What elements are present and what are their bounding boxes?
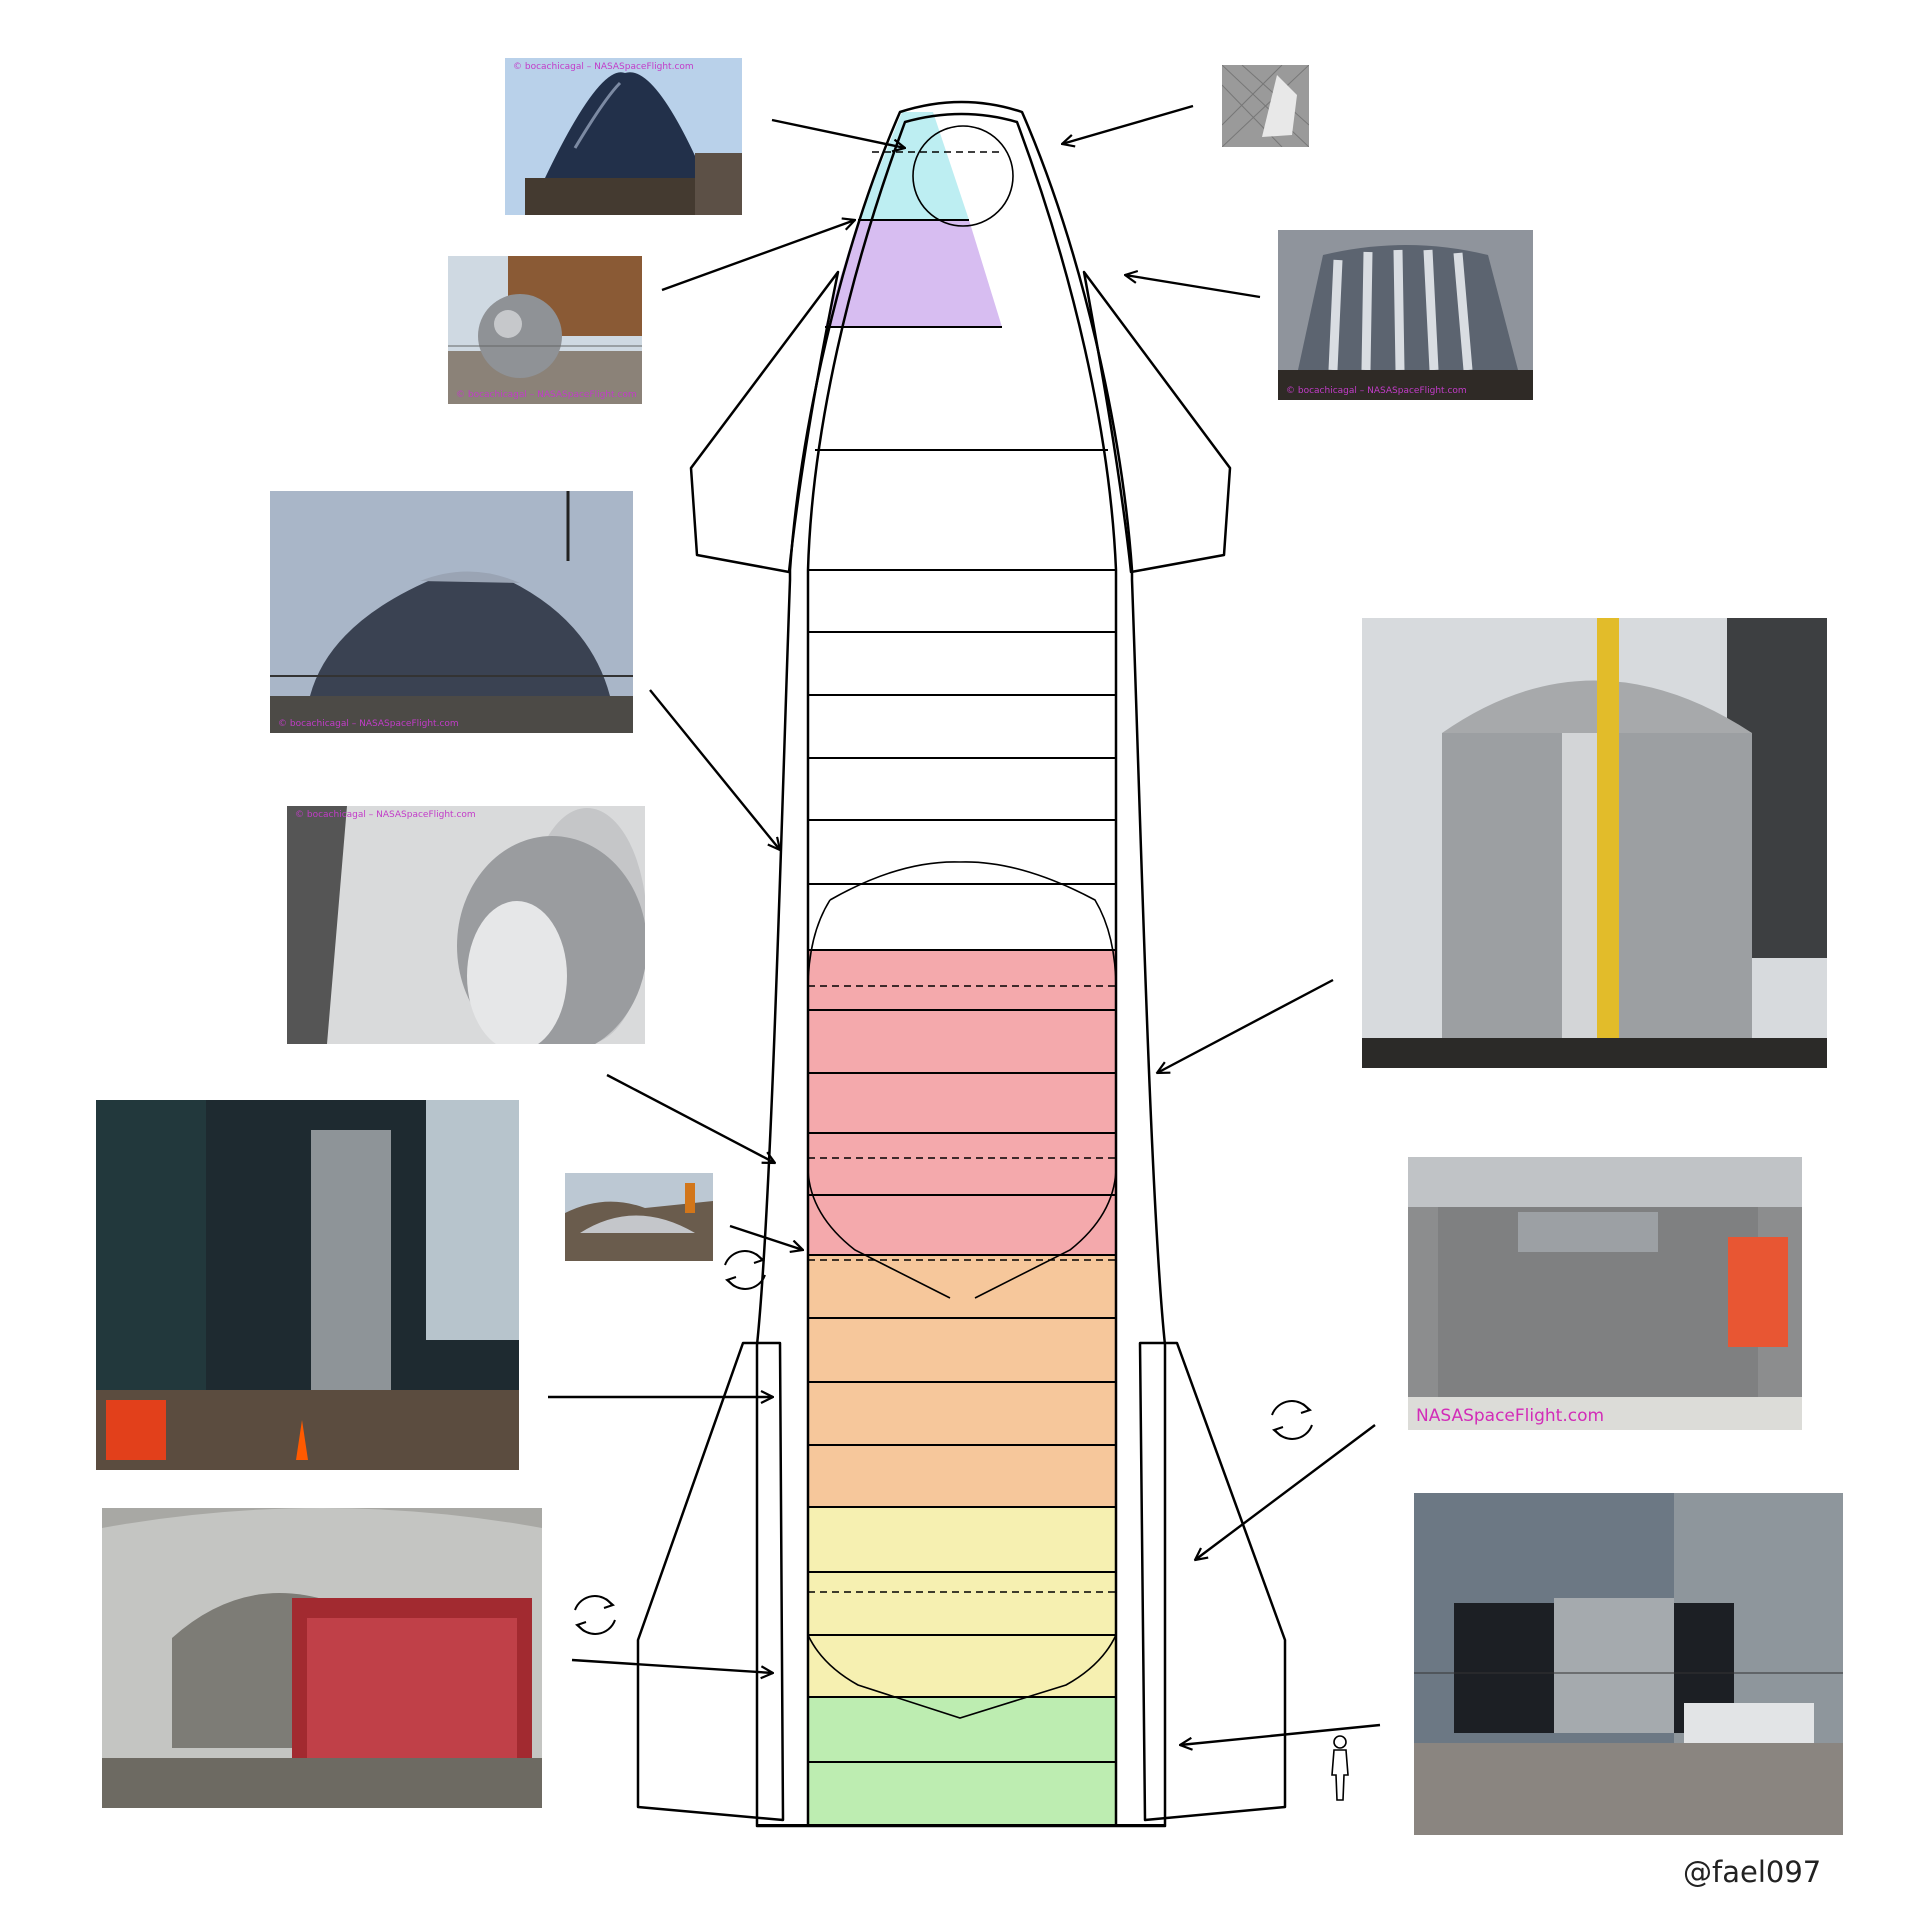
rotate-arrows-icon — [574, 1595, 616, 1635]
header-sphere-outline — [912, 125, 1014, 227]
arrow-common-dome — [606, 1073, 775, 1163]
arrow-ship-ring — [1195, 1424, 1376, 1560]
photo-forward-ring: © bocachicagal – NASASpaceFlight.com — [1278, 230, 1533, 400]
internal-domes — [807, 125, 1117, 1719]
lox-tank-lower-dome — [807, 1169, 1117, 1299]
left-aft-flap — [636, 1341, 785, 1822]
lox-tank-upper-dome-left — [807, 899, 831, 991]
arrow-mid-bulkhead — [729, 1224, 803, 1250]
inner-shell — [806, 112, 1118, 1826]
left-forward-flap — [689, 270, 840, 574]
lox-tank-fill — [808, 950, 1117, 1255]
arrow-header-sphere — [661, 220, 855, 292]
photo-lox-dome: © bocachicagal – NASASpaceFlight.com — [270, 491, 633, 733]
author-handle: @fael097 — [1683, 1855, 1822, 1889]
tank-fills — [808, 112, 1117, 1825]
photo-ship-ring: NASASpaceFlight.com — [1408, 1157, 1802, 1430]
photo-credit: © bocachicagal – NASASpaceFlight.com — [295, 810, 476, 820]
hull-outline — [636, 100, 1287, 1828]
lox-tank-upper-dome — [829, 861, 1117, 991]
photo-aft-dome-high — [1362, 618, 1827, 1068]
pointer-arrows — [548, 104, 1381, 1745]
photo-nose-small — [1222, 65, 1309, 147]
photo-lift-tank — [102, 1508, 542, 1808]
outer-shell — [755, 100, 1167, 1828]
rotate-arrows-icon — [724, 1250, 766, 1290]
photo-header-sphere: © bocachicagal – NASASpaceFlight.com — [448, 256, 642, 404]
photo-credit: NASASpaceFlight.com — [1416, 1406, 1605, 1426]
photo-credit: © bocachicagal – NASASpaceFlight.com — [456, 390, 637, 400]
arrow-aft-dome-high — [1157, 978, 1334, 1073]
photo-mid-bulkhead — [565, 1173, 713, 1261]
arrow-forward-ring — [1125, 275, 1261, 299]
header-tank-fill — [825, 220, 1002, 327]
photo-engine-skirt — [1414, 1493, 1843, 1835]
photo-nosecone: © bocachicagal – NASASpaceFlight.com — [505, 58, 742, 215]
right-aft-flap — [1138, 1341, 1287, 1822]
dashed-lines — [808, 151, 1116, 1593]
rotate-arrows-icon — [1271, 1400, 1313, 1440]
arrow-lift-tank — [571, 1658, 773, 1673]
person-silhouette-icon — [1331, 1735, 1349, 1801]
photo-lower-section — [96, 1100, 519, 1470]
photo-credit: © bocachicagal – NASASpaceFlight.com — [1286, 386, 1467, 396]
ring-lines — [757, 219, 1165, 1826]
fuel-tank-lower-fill — [808, 1507, 1117, 1697]
arrow-nosecone — [771, 118, 905, 148]
arrow-engine-skirt — [1180, 1723, 1381, 1745]
arrow-lox-dome — [649, 689, 780, 850]
photo-credit: © bocachicagal – NASASpaceFlight.com — [278, 719, 459, 729]
photo-common-dome: © bocachicagal – NASASpaceFlight.com — [287, 806, 645, 1044]
photo-credit: © bocachicagal – NASASpaceFlight.com — [513, 62, 694, 72]
fuel-tank-lower-dome — [807, 1634, 1117, 1719]
right-forward-flap — [1082, 270, 1232, 574]
arrow-nose-small — [1062, 104, 1194, 144]
